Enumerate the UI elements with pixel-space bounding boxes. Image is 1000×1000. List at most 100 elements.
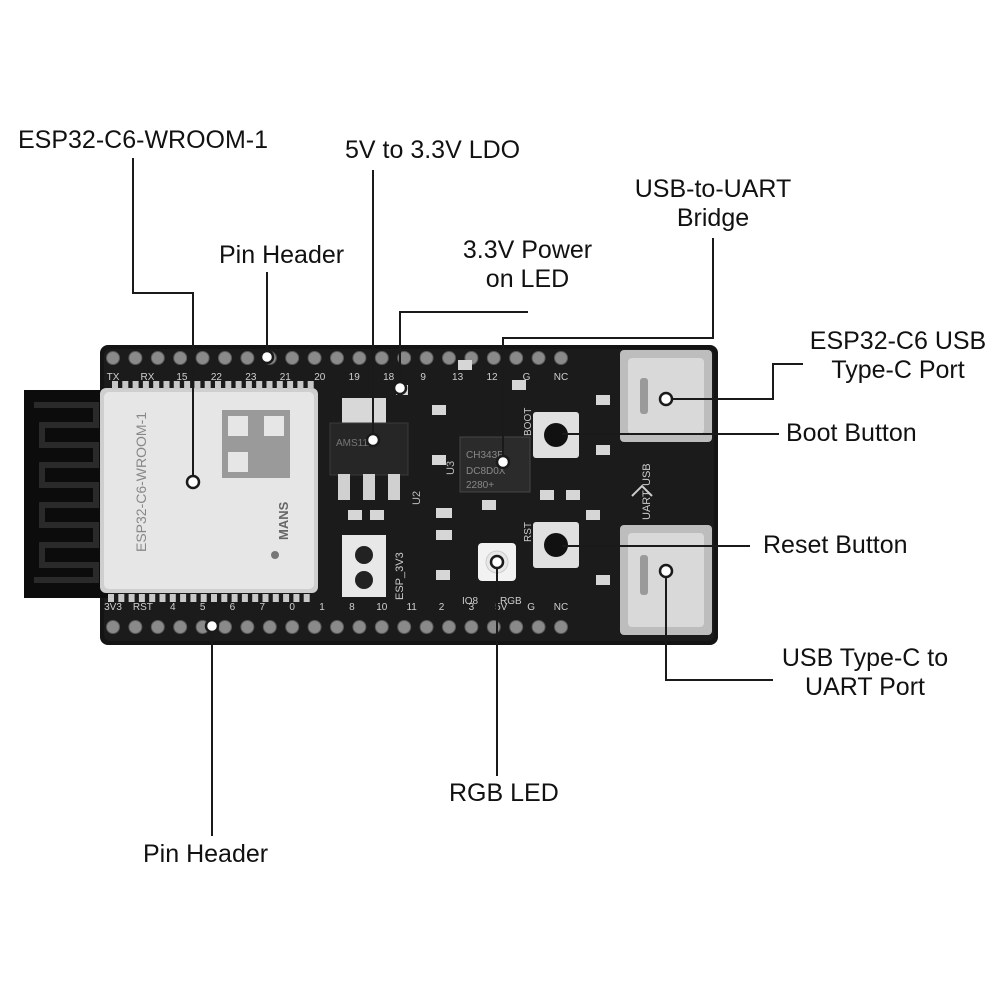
top-header-pin <box>173 351 188 365</box>
bottom-header-pin-label: 11 <box>406 602 417 613</box>
bottom-header-pin <box>173 620 188 634</box>
top-header-pin-label: NC <box>554 372 568 383</box>
bottom-header-pin-label: 8 <box>349 602 355 613</box>
top-header-pin <box>509 351 524 365</box>
top-header-pin <box>218 351 232 365</box>
label-pin-header-bottom: Pin Header <box>143 840 269 868</box>
top-header-pin-label: 13 <box>452 372 464 383</box>
top-header-pin <box>106 351 120 365</box>
module-pad <box>112 381 118 389</box>
top-header-pin-label: 22 <box>211 372 223 383</box>
module-pad <box>194 381 201 389</box>
module-pad <box>204 381 211 389</box>
uart-silk: UART <box>641 490 653 520</box>
module-pad <box>153 381 160 389</box>
bottom-header-pin <box>352 620 367 634</box>
bottom-header-pin <box>374 620 389 634</box>
module-pads <box>108 381 314 602</box>
svg-text:RGB: RGB <box>500 596 522 607</box>
label-ldo: 5V to 3.3V LDO <box>345 136 521 164</box>
module-pad <box>215 381 221 389</box>
bottom-header-pin-label: NC <box>554 602 568 613</box>
module-pad <box>303 594 310 602</box>
module-pad <box>142 381 149 389</box>
module-pad <box>245 381 252 389</box>
bottom-header-pin-label: 3 <box>469 602 475 613</box>
module-pad <box>118 594 125 602</box>
module-pad <box>163 381 170 389</box>
module-pad <box>272 594 279 602</box>
module-pad <box>138 594 145 602</box>
top-header-pin-label: RX <box>141 372 155 383</box>
bottom-header-pin-label: 5 <box>200 602 206 613</box>
bottom-header-pin <box>330 620 344 634</box>
module-pad <box>128 594 135 602</box>
leader-dots <box>185 349 674 634</box>
module-pad <box>200 594 207 602</box>
module-pad <box>211 594 217 602</box>
module-pad <box>287 381 294 389</box>
module-pad <box>108 594 114 602</box>
leader-usb-port <box>666 363 803 400</box>
module-pad <box>262 594 269 602</box>
bottom-header-pin <box>509 620 524 634</box>
top-header-pin <box>352 351 367 365</box>
top-header-pin <box>240 351 255 365</box>
module-pad <box>149 594 156 602</box>
module-pad <box>276 381 283 389</box>
jumper-header: ESP_3V3 <box>342 535 406 600</box>
bottom-header-pin <box>464 620 479 634</box>
module-pad <box>225 381 232 389</box>
bottom-header-pin <box>262 620 277 634</box>
svg-text:2280+: 2280+ <box>466 480 494 491</box>
top-header-pin <box>374 351 389 365</box>
usb-uart-chip: CH343P DC8D0X 2280+ U3 <box>445 436 531 493</box>
top-header-pin-label: 15 <box>176 372 188 383</box>
label-reset-button: Reset Button <box>763 531 908 559</box>
module-pad <box>252 594 259 602</box>
top-header-pin <box>307 351 322 365</box>
module-pad <box>159 594 166 602</box>
leader-lines <box>132 158 803 836</box>
top-header-pin <box>531 351 546 365</box>
module-pad <box>307 381 314 389</box>
bottom-header-pin <box>285 620 300 634</box>
label-module: ESP32-C6-WROOM-1 <box>18 126 269 154</box>
top-header-pin-label: 9 <box>420 372 426 383</box>
top-header-pin <box>442 351 456 365</box>
bottom-header-pin-label: 3V3 <box>104 602 122 613</box>
leader-power-led <box>399 311 528 388</box>
top-header-pin <box>285 351 300 365</box>
top-header-pin <box>195 351 210 365</box>
leader-module <box>132 158 194 482</box>
top-header-pin-label: 21 <box>280 372 292 383</box>
usb-silk: USB <box>641 463 653 486</box>
bottom-header-pin-label: 6 <box>230 602 236 613</box>
bottom-header-pin <box>218 620 232 634</box>
module-pad <box>180 594 187 602</box>
svg-text:U2: U2 <box>411 491 423 505</box>
smd-components <box>348 360 610 585</box>
module-pad <box>235 381 242 389</box>
svg-text:RST: RST <box>523 522 534 542</box>
bottom-header-pin <box>150 620 165 634</box>
module-silk: ESP32-C6-WROOM-1 <box>133 412 149 552</box>
svg-text:ESP_3V3: ESP_3V3 <box>394 552 406 600</box>
top-header-pin <box>554 351 568 365</box>
bottom-header-pin <box>128 620 143 634</box>
svg-text:AMS1117: AMS1117 <box>336 438 379 449</box>
bottom-header-pin-label: G <box>527 602 535 613</box>
reset-dot <box>550 540 562 552</box>
bottom-header-pin <box>554 620 568 634</box>
bottom-header-pin <box>397 620 412 634</box>
top-header-pin <box>486 351 501 365</box>
top-header-pin-label: 18 <box>383 372 395 383</box>
module-pad <box>173 381 180 389</box>
bottom-header-pin-label: 0 <box>289 602 295 613</box>
bottom-header-pin <box>531 620 546 634</box>
top-header-pin-label: 12 <box>487 372 499 383</box>
